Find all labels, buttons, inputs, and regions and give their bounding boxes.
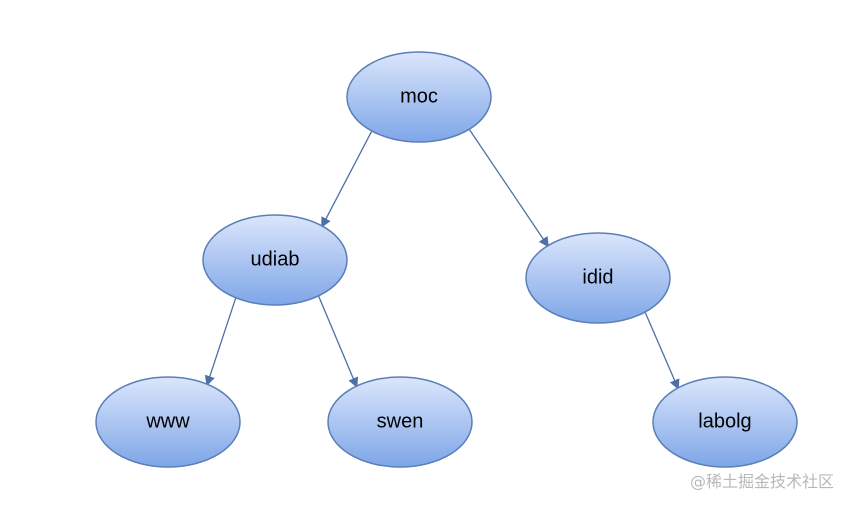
edge-moc-to-idid [468, 127, 549, 248]
node-swen: swen [327, 376, 473, 468]
node-moc: moc [346, 51, 492, 143]
node-idid: idid [525, 232, 671, 324]
node-moc-label: moc [400, 85, 438, 107]
edge-udiab-to-www [204, 296, 237, 387]
node-www-shape [95, 376, 241, 468]
watermark: @稀土掘金技术社区 [689, 472, 834, 491]
node-labolg-shape [652, 376, 798, 468]
edges-layer [204, 127, 680, 390]
node-moc-shape [346, 51, 492, 143]
edge-udiab-to-swen [317, 294, 359, 389]
node-idid-shape [525, 232, 671, 324]
node-labolg: labolg [652, 376, 798, 468]
node-labolg-label: labolg [698, 410, 751, 432]
node-idid-label: idid [582, 266, 613, 288]
node-swen-shape [327, 376, 473, 468]
node-swen-label: swen [377, 410, 424, 432]
edge-moc-to-udiab [321, 129, 373, 228]
node-www-label: www [145, 410, 190, 432]
node-udiab: udiab [202, 214, 348, 306]
edge-idid-to-labolg [644, 310, 680, 390]
node-udiab-shape [202, 214, 348, 306]
node-udiab-label: udiab [251, 248, 300, 270]
node-www: www [95, 376, 241, 468]
